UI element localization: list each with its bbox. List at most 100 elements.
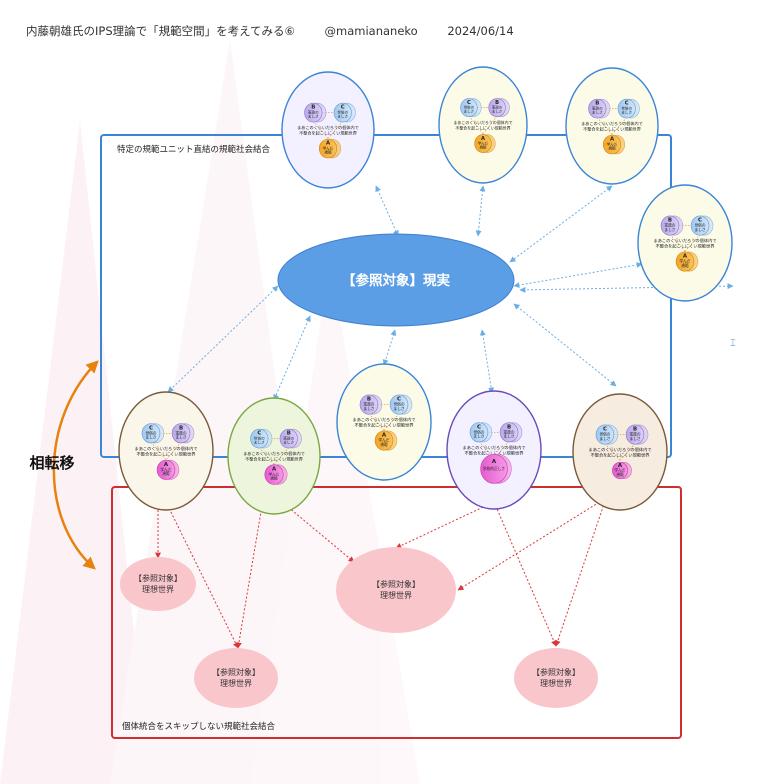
coin-letter: C <box>603 427 607 433</box>
ideal-link-5 <box>395 501 495 549</box>
bubble-connector <box>165 442 182 460</box>
coin-front <box>389 394 409 415</box>
bubble-connector <box>597 117 613 135</box>
edge-marker-icon: ⌶ <box>730 339 735 349</box>
reality-label: 【参照対象】現実 <box>342 272 450 289</box>
coin-text: 憲政の <box>283 436 294 441</box>
coin-front <box>318 138 338 159</box>
norm-bubble-top-2: C世俗のましさB憲政のましさまあこのくらいだろうの個体内で不整合を起こしにくい規… <box>438 66 528 184</box>
bubble-connector <box>150 442 167 460</box>
coin-text: 学んだ <box>160 467 171 472</box>
coin-front <box>474 134 492 153</box>
coin-letter: C <box>257 431 261 437</box>
coin-letter: C <box>397 397 401 403</box>
ideal-world-ellipse <box>514 648 598 708</box>
bubble-connector <box>619 443 636 461</box>
reality-link-3 <box>509 185 613 263</box>
coin-letter: B <box>668 218 672 224</box>
coin-letter: B <box>495 100 499 106</box>
bubble-connector <box>604 443 621 461</box>
coin-front <box>612 462 628 480</box>
bubble-caption-line2: 不整合を起こしにくい規範世界 <box>355 422 415 429</box>
bubble-caption-line2: 不整合を起こしにくい規範世界 <box>137 451 197 458</box>
coin-text: 規範 <box>681 263 689 268</box>
bubble-ellipse <box>118 391 214 511</box>
bubble-connector <box>273 447 289 465</box>
coin-front <box>279 428 298 449</box>
coin-text: 学んだ <box>323 146 334 151</box>
coin-front <box>156 459 176 480</box>
coin-text: 規範 <box>162 471 170 476</box>
coin-letter: B <box>367 397 371 403</box>
norm-bubble-bottom-2: C世俗のましさB憲政のましさまあこのくらいだろうの個体内で不整合を起こしにくい規… <box>227 397 321 515</box>
coin-letter: C <box>341 105 345 111</box>
reality-link-10 <box>513 303 617 387</box>
coin-text: 憲政の <box>308 110 319 115</box>
ideal-world-ellipse <box>120 557 196 611</box>
bubble-ellipse <box>446 390 542 510</box>
norm-bubble-bottom-3: C世俗のましさB憲政のましさまあこのくらいだろうの個体内で不整合を起こしにくい規… <box>446 390 542 510</box>
coin-front <box>374 430 394 451</box>
coin-front <box>625 424 645 445</box>
coin-text: 世俗の <box>393 402 404 407</box>
ideal-world-ellipse <box>194 648 278 708</box>
coin-letter: B <box>633 427 637 433</box>
coin-text: ましさ <box>175 435 186 440</box>
reality-link-6 <box>167 285 279 393</box>
coin-letter: C <box>467 100 471 106</box>
coin-text: ましさ <box>503 434 514 439</box>
coin-letter: C <box>477 424 481 430</box>
coin-front <box>660 215 680 236</box>
coin-letter: A <box>382 433 387 439</box>
coin-text: ましさ <box>464 109 474 114</box>
coin-front <box>488 98 506 117</box>
coin-text: 世俗の <box>145 430 156 435</box>
coin-text: 規範 <box>608 146 616 151</box>
ideal-world-label-bottom: 理想世界 <box>220 678 252 688</box>
author-handle: @mamiananeko <box>324 24 418 38</box>
bubble-caption-line2: 不整合を起こしにくい規範世界 <box>455 126 510 131</box>
norm-bubble-bottom-1: C世俗のましさB憲政のましさまあこのくらいだろうの個体内で不整合を起こしにくい規… <box>118 391 214 511</box>
coin-text: 憲政の <box>175 430 186 435</box>
coin-letter: C <box>698 218 702 224</box>
ideal-world-label-top: 【参照対象】 <box>134 573 182 583</box>
ideal-world-ellipse <box>336 547 456 633</box>
coin-front <box>588 98 607 119</box>
coin-front <box>250 428 269 449</box>
bubble-ellipse <box>438 66 528 184</box>
coin-text: 学んだ <box>607 142 618 147</box>
bubble-connector <box>611 117 627 135</box>
coin-text: 世俗の <box>464 105 475 110</box>
coin-text: ましさ <box>283 440 294 445</box>
coin-text: 学んだ <box>679 259 690 264</box>
bubble-caption-line1: まあこのくらいだろうの個体内で <box>581 120 643 126</box>
coin-text: 世俗の <box>621 106 632 111</box>
coin-letter: C <box>149 425 153 431</box>
coin-text: ましさ <box>664 227 675 232</box>
norm-bubble-right: B憲政のましさC世俗のましさまあこのくらいだろうの個体内で不整合を起こしにくい規… <box>637 184 733 302</box>
coin-front <box>359 394 379 415</box>
reality-link-2 <box>475 185 486 237</box>
coin-front <box>480 454 508 484</box>
coin-text: 学んだ <box>614 468 625 473</box>
bubble-ellipse <box>572 393 668 511</box>
coin-front <box>304 102 323 123</box>
bubble-ellipse <box>565 67 659 185</box>
coin-front <box>171 423 191 444</box>
coin-letter: A <box>481 136 485 142</box>
page-header: 内藤朝雄氏のIPS理論で「規範空間」を考えてみる⑥ @mamiananeko 2… <box>26 23 540 39</box>
coin-text: 学んだ <box>269 472 280 477</box>
coin-letter: B <box>507 424 511 430</box>
bubble-caption-line1: まあこのくらいだろうの個体内で <box>352 416 415 423</box>
